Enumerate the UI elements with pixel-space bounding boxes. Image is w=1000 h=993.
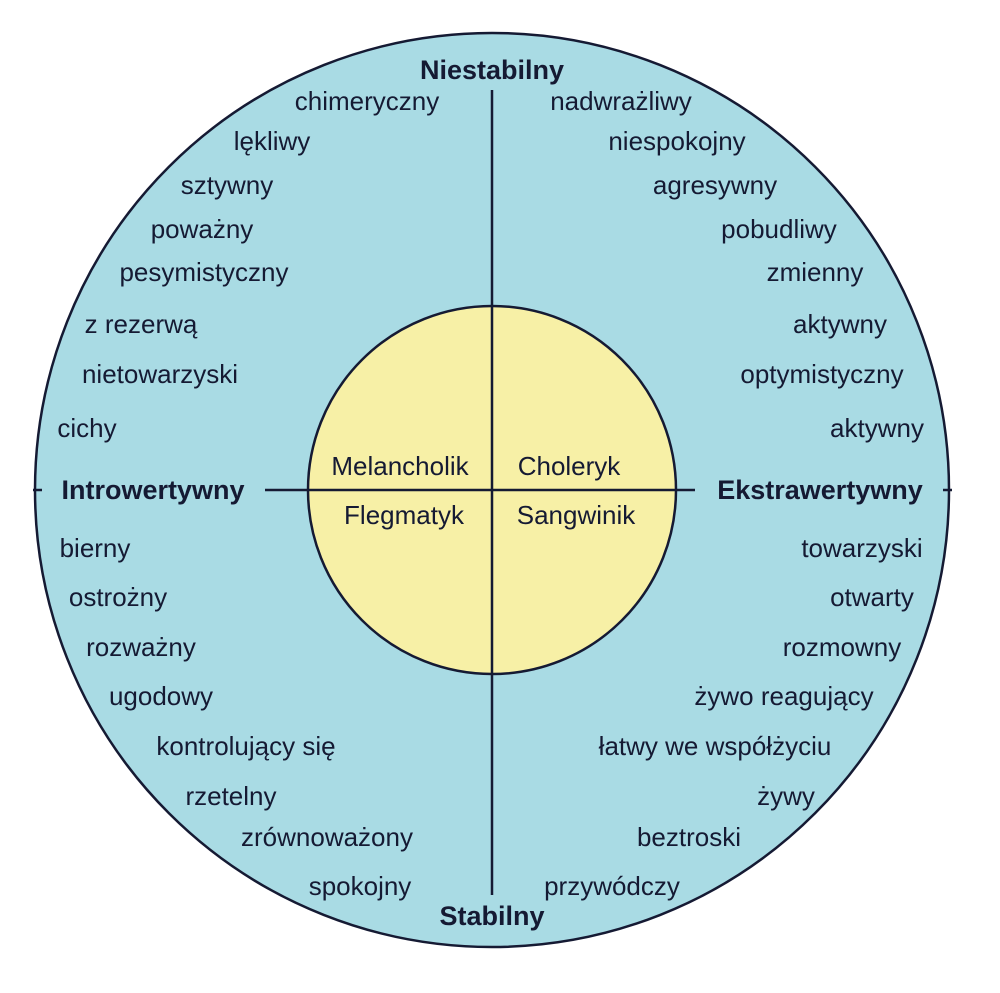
trait-bottom-left-1: ostrożny — [69, 582, 167, 612]
axis-label-bottom: Stabilny — [439, 901, 544, 931]
trait-top-left-7: cichy — [57, 413, 116, 443]
trait-bottom-right-6: beztroski — [637, 822, 741, 852]
temperament-choleryk: Choleryk — [518, 451, 622, 481]
trait-top-left-6: nietowarzyski — [82, 359, 238, 389]
temperament-melancholik: Melancholik — [331, 451, 469, 481]
trait-bottom-left-4: kontrolujący się — [156, 731, 335, 761]
trait-top-right-3: pobudliwy — [721, 214, 837, 244]
trait-top-left-2: sztywny — [181, 170, 273, 200]
trait-top-left-0: chimeryczny — [295, 86, 439, 116]
trait-bottom-left-0: bierny — [60, 533, 131, 563]
trait-top-left-4: pesymistyczny — [119, 257, 288, 287]
trait-bottom-left-5: rzetelny — [185, 781, 276, 811]
trait-top-left-1: lękliwy — [234, 126, 311, 156]
trait-top-right-7: aktywny — [830, 413, 924, 443]
trait-top-right-4: zmienny — [767, 257, 864, 287]
trait-bottom-right-7: przywódczy — [544, 871, 680, 901]
axis-label-top: Niestabilny — [420, 55, 564, 85]
trait-labels: chimeryczny lękliwy sztywny poważny pesymist… — [57, 86, 924, 901]
trait-bottom-left-6: zrównoważony — [241, 822, 413, 852]
temperament-sangwinik: Sangwinik — [517, 500, 637, 530]
axis-label-right: Ekstrawertywny — [717, 475, 923, 505]
trait-top-right-5: aktywny — [793, 309, 887, 339]
trait-top-left-3: poważny — [151, 214, 254, 244]
trait-bottom-right-2: rozmowny — [783, 632, 901, 662]
trait-bottom-right-5: żywy — [757, 781, 815, 811]
trait-bottom-right-1: otwarty — [830, 582, 914, 612]
trait-bottom-left-2: rozważny — [86, 632, 196, 662]
trait-top-right-6: optymistyczny — [740, 359, 903, 389]
trait-bottom-left-7: spokojny — [309, 871, 412, 901]
trait-bottom-right-3: żywo reagujący — [694, 681, 873, 711]
trait-top-right-2: agresywny — [653, 170, 777, 200]
trait-top-left-5: z rezerwą — [85, 309, 198, 339]
trait-top-right-0: nadwrażliwy — [550, 86, 692, 116]
trait-top-right-1: niespokojny — [608, 126, 745, 156]
temperament-flegmatyk: Flegmatyk — [344, 500, 465, 530]
trait-bottom-left-3: ugodowy — [109, 681, 213, 711]
axis-label-left: Introwertywny — [61, 475, 244, 505]
trait-bottom-right-4: łatwy we współżyciu — [599, 731, 832, 761]
trait-bottom-right-0: towarzyski — [801, 533, 922, 563]
